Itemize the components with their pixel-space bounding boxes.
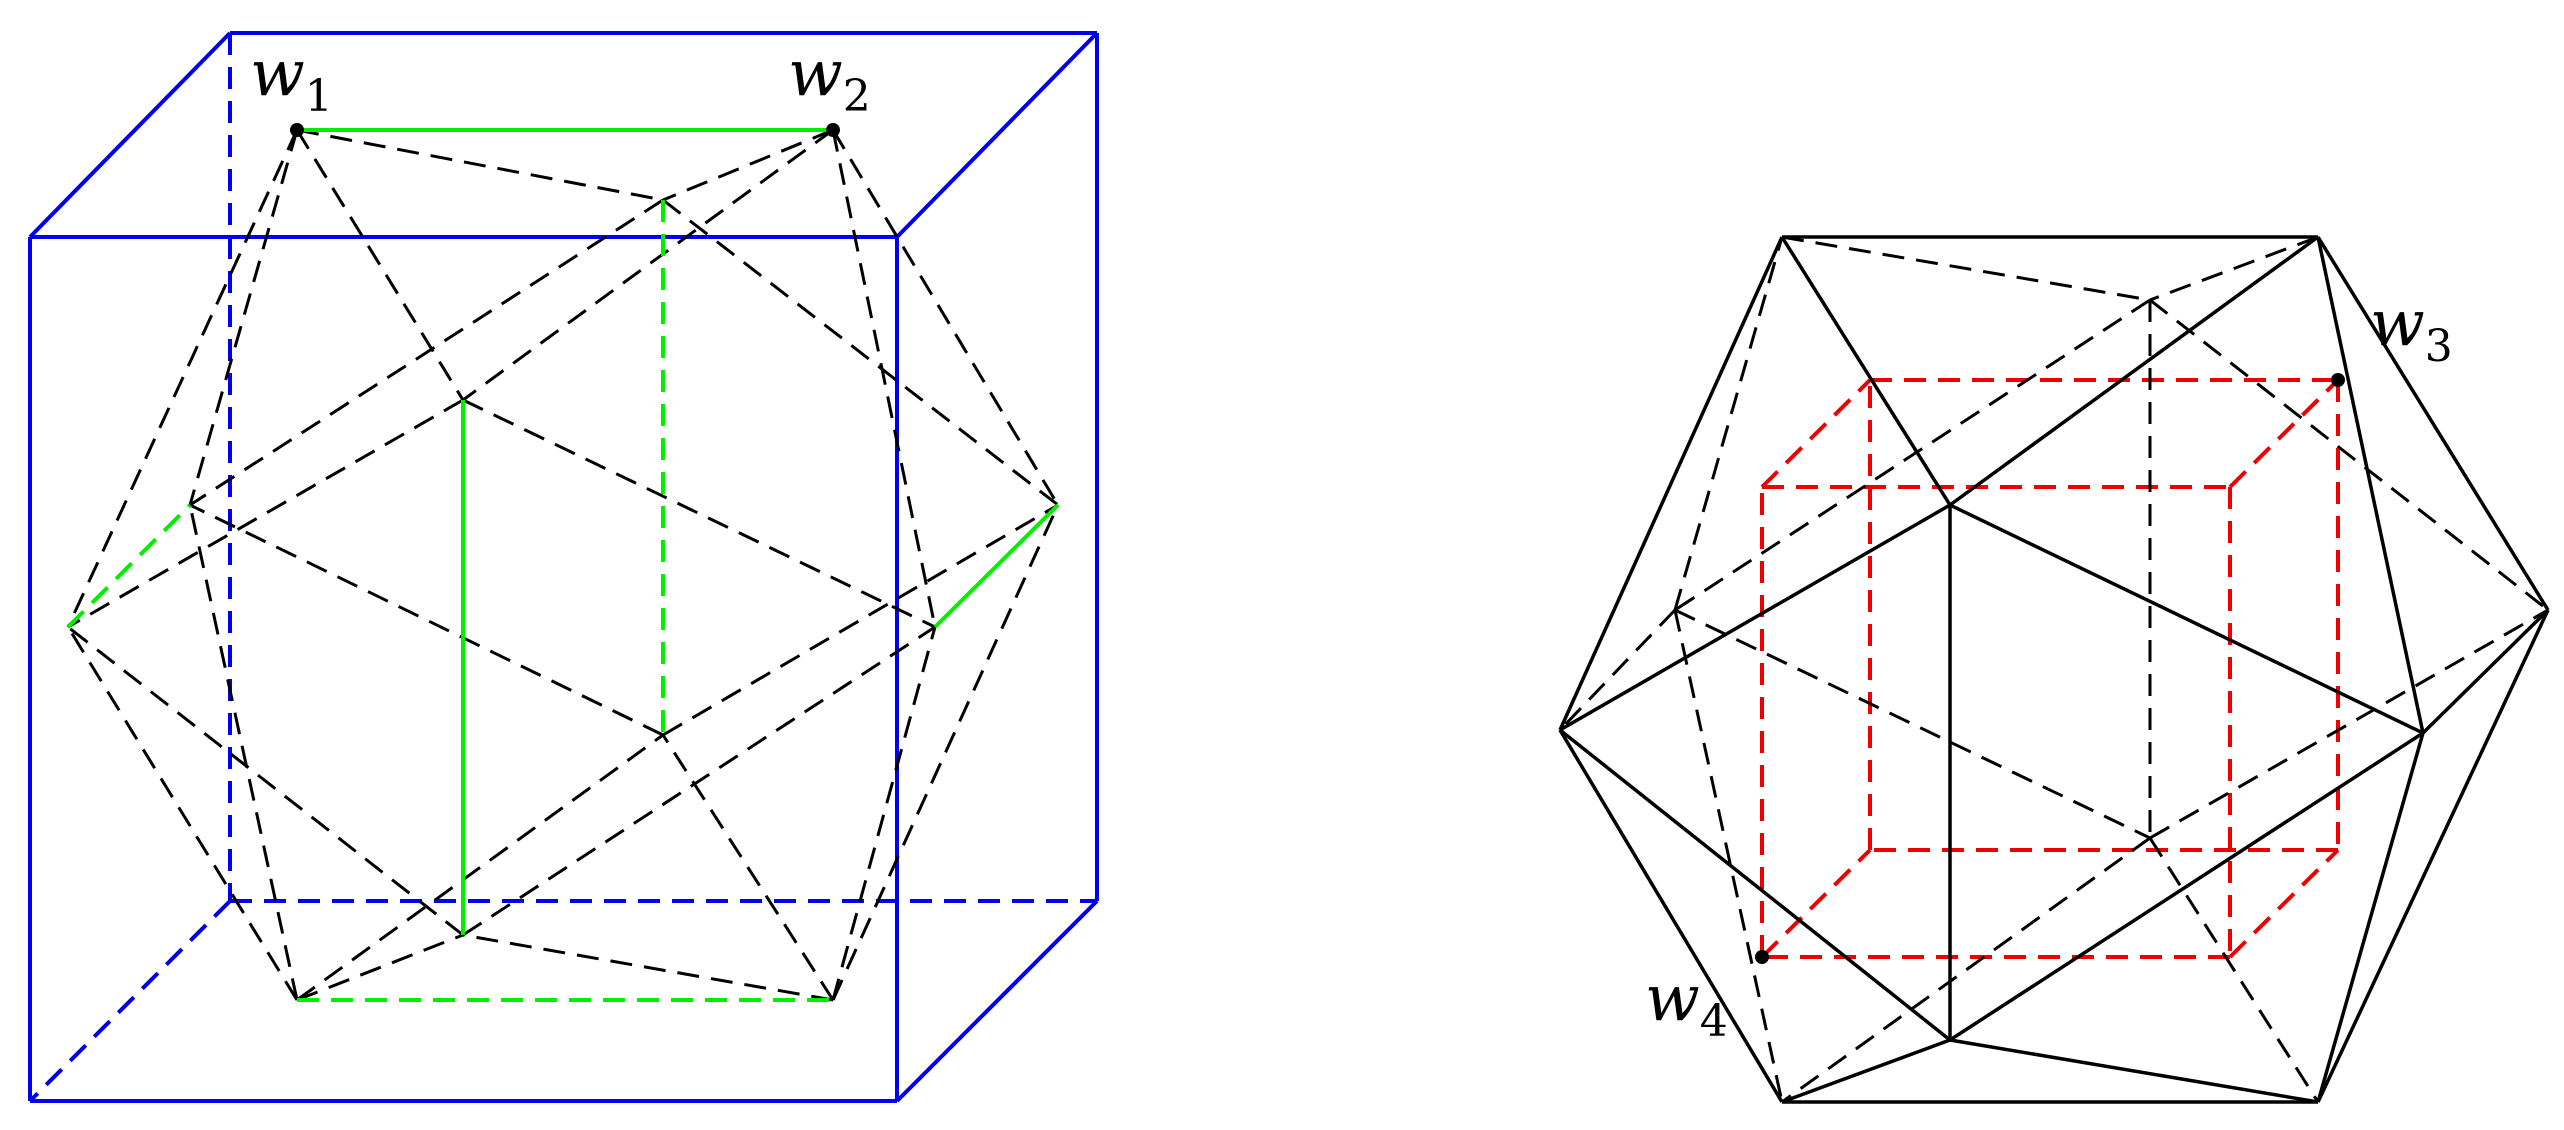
icosahedron-edge xyxy=(189,198,664,507)
visible-edges xyxy=(1558,235,2550,1104)
icosahedron-edge-hidden xyxy=(1674,608,2151,840)
hidden-edges xyxy=(1558,235,2549,1104)
vertex-w2 xyxy=(826,123,840,137)
icosahedron-edge xyxy=(67,398,464,629)
label-w3-index: 3 xyxy=(2425,321,2453,372)
icosahedron-edge xyxy=(188,504,299,1001)
icosahedron-edge xyxy=(1949,1038,2319,1104)
inner-cube xyxy=(1760,378,2340,959)
cube-edge xyxy=(895,899,1099,1103)
vertex-w4 xyxy=(1755,950,1769,964)
label-w2-index: 2 xyxy=(843,71,871,122)
label-w2-letter: w xyxy=(788,37,843,111)
icosahedron-edges xyxy=(66,128,1060,1002)
icosahedron-edge-hidden xyxy=(2148,837,2320,1103)
icosahedron-edge xyxy=(296,128,664,202)
bounding-cube xyxy=(28,31,1099,1103)
marked-vertices xyxy=(290,123,840,137)
highlight-edge-left xyxy=(66,503,192,629)
icosahedron-edge xyxy=(66,626,299,1001)
highlight-edge-right xyxy=(933,503,1060,629)
icosahedron-edge-hidden xyxy=(2149,608,2549,840)
icosahedron-edge xyxy=(1949,503,2424,735)
icosahedron-edge-hidden xyxy=(1781,235,2151,302)
icosahedron-edge xyxy=(66,129,299,628)
label-w3: w3 xyxy=(2370,287,2453,372)
highlighted-edges xyxy=(66,128,1060,1002)
vertex-w1 xyxy=(290,123,304,137)
icosahedron-edge xyxy=(1558,728,1952,1042)
vertex-w3 xyxy=(2331,373,2345,387)
icosahedron-edge xyxy=(295,129,465,401)
icosahedron-edge xyxy=(661,734,835,1001)
icosahedron-edge xyxy=(2316,609,2550,1103)
icosahedron-edge-hidden xyxy=(1673,236,1784,611)
icosahedron-edge xyxy=(462,398,936,629)
cube-edge xyxy=(895,31,1099,239)
icosahedron-edge xyxy=(1559,503,1951,732)
icosahedron-edge xyxy=(2316,236,2550,611)
icosahedron-edge xyxy=(462,933,834,1002)
label-w4: w4 xyxy=(1645,962,1728,1047)
marked-vertices xyxy=(1755,373,2345,964)
icosahedron-edge xyxy=(2421,608,2550,735)
inner-cube-edge xyxy=(1760,848,1872,959)
icosahedron-edge xyxy=(1780,236,1952,506)
inner-cube-edge xyxy=(1760,378,1872,489)
label-w1-letter: w xyxy=(250,37,305,111)
icosahedron-edge-hidden xyxy=(1558,608,1677,732)
icosahedron-edge xyxy=(2316,236,2425,734)
icosahedron-edge-hidden xyxy=(1781,836,2151,1104)
icosahedron-edge xyxy=(189,503,664,737)
icosahedron-edge xyxy=(2316,732,2425,1103)
label-w3-letter: w xyxy=(2370,287,2425,361)
icosahedron-edge xyxy=(662,503,1059,737)
icosahedron-edge xyxy=(831,626,937,1001)
icosahedron-edge xyxy=(188,129,299,506)
icosahedron-edge xyxy=(831,129,937,628)
left-figure-icosahedron-in-cube: w1 w2 xyxy=(28,31,1099,1103)
icosahedron-edge xyxy=(462,128,834,402)
inner-cube-edge xyxy=(2228,378,2340,489)
icosahedron-edge xyxy=(1558,236,1784,731)
icosahedron-edge-hidden xyxy=(2149,235,2319,302)
icosahedron-edge xyxy=(296,933,464,1002)
inner-cube-edge xyxy=(2228,848,2340,959)
cube-edge-hidden xyxy=(28,899,232,1103)
right-figure-icosahedron-with-inner-cube: w3 w4 xyxy=(1558,235,2550,1104)
icosahedron-edge xyxy=(296,733,664,1002)
label-w1-index: 1 xyxy=(305,71,333,122)
icosahedron-edge-hidden xyxy=(1673,609,1784,1103)
icosahedron-edge xyxy=(1558,729,1784,1103)
label-w4-letter: w xyxy=(1645,962,1700,1036)
icosahedron-edge xyxy=(1949,731,2424,1042)
icosahedron-edge-hidden xyxy=(2149,298,2549,612)
label-w1: w1 xyxy=(250,37,333,122)
icosahedron-edge-hidden xyxy=(1674,298,2151,612)
icosahedron-edge xyxy=(662,128,834,202)
icosahedron-edge xyxy=(1948,235,2320,507)
cube-edge xyxy=(28,31,232,239)
label-w2: w2 xyxy=(788,37,871,122)
icosahedron-edge xyxy=(662,198,1059,507)
label-w4-index: 4 xyxy=(1700,996,1728,1047)
icosahedron-edge xyxy=(831,129,1060,506)
icosahedron-edge xyxy=(1781,1038,1951,1104)
icosahedron-edge xyxy=(831,504,1060,1001)
icosahedron-edge xyxy=(67,625,464,937)
icosahedron-edge xyxy=(462,625,936,937)
